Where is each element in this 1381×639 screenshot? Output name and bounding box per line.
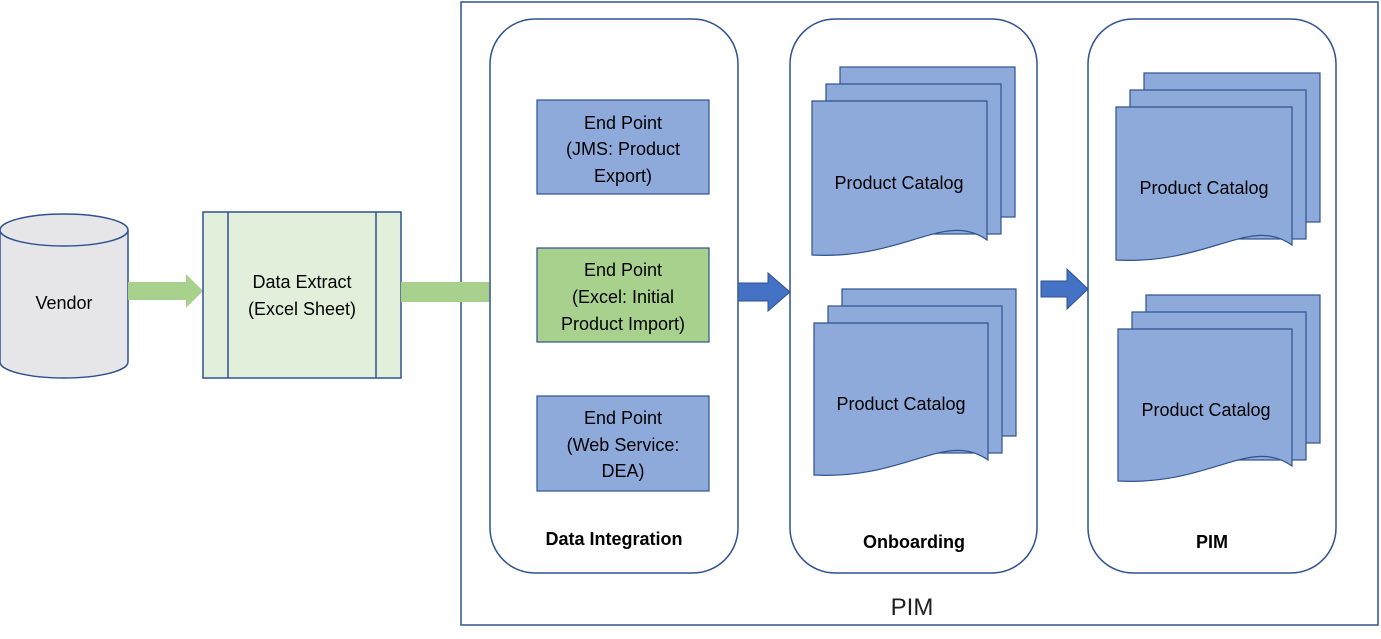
vendor-label: Vendor bbox=[35, 293, 92, 313]
data-extract-label-1: Data Extract bbox=[252, 272, 351, 292]
pim-outer-label: PIM bbox=[891, 594, 934, 621]
data-extract-rect bbox=[202, 211, 402, 379]
data-extract-label-2: (Excel Sheet) bbox=[248, 299, 356, 319]
arrow-integration-to-onboarding bbox=[737, 271, 791, 313]
arrow-onboarding-to-pim bbox=[1040, 267, 1089, 311]
endpoint-jms-line-3: Export) bbox=[594, 166, 652, 186]
pim-outer-frame bbox=[460, 1, 1379, 626]
endpoint-excel-box bbox=[536, 247, 710, 343]
onboarding-document-label-2: Product Catalog bbox=[836, 394, 965, 414]
endpoint-jms-box bbox=[536, 99, 710, 195]
pim-document-stack-2: Product Catalog bbox=[1117, 294, 1321, 482]
onboarding-document-label-1: Product Catalog bbox=[834, 173, 963, 193]
arrow-vendor-to-extract bbox=[128, 274, 203, 308]
endpoint-excel-line-1: End Point bbox=[584, 260, 662, 280]
endpoint-excel-line-2: (Excel: Initial bbox=[572, 287, 674, 307]
endpoint-webservice-line-2: (Web Service: bbox=[567, 435, 680, 455]
endpoint-webservice-box bbox=[536, 395, 710, 492]
pim-document-label-1: Product Catalog bbox=[1139, 178, 1268, 198]
endpoint-jms-line-1: End Point bbox=[584, 113, 662, 133]
data-extract-box: Data Extract (Excel Sheet) bbox=[202, 211, 402, 379]
pim-stage-panel: Product Catalog Product Catalog PIM bbox=[1087, 18, 1337, 574]
data-integration-panel: End Point (JMS: Product Export) End Poin… bbox=[489, 18, 739, 574]
document-front-page bbox=[1117, 328, 1293, 482]
pim-document-label-2: Product Catalog bbox=[1141, 400, 1270, 420]
document-front-page bbox=[1115, 106, 1293, 261]
document-front-page bbox=[811, 100, 988, 256]
vendor-cylinder-body bbox=[0, 230, 129, 379]
vendor-cylinder-top bbox=[0, 213, 129, 247]
endpoint-webservice-line-3: DEA) bbox=[601, 461, 644, 481]
onboarding-panel: Product Catalog Product Catalog Onboardi… bbox=[789, 18, 1038, 574]
endpoint-excel-line-3: Product Import) bbox=[561, 314, 685, 334]
onboarding-document-stack-1: Product Catalog bbox=[811, 66, 1016, 256]
endpoint-webservice-line-1: End Point bbox=[584, 408, 662, 428]
endpoint-jms-line-2: (JMS: Product bbox=[566, 139, 680, 159]
onboarding-document-stack-2: Product Catalog bbox=[813, 288, 1017, 476]
vendor-database: Vendor bbox=[0, 213, 129, 379]
document-front-page bbox=[813, 322, 989, 476]
onboarding-title: Onboarding bbox=[863, 532, 965, 552]
pim-stage-title: PIM bbox=[1196, 532, 1228, 552]
pim-document-stack-1: Product Catalog bbox=[1115, 72, 1321, 261]
data-integration-title: Data Integration bbox=[545, 529, 682, 549]
